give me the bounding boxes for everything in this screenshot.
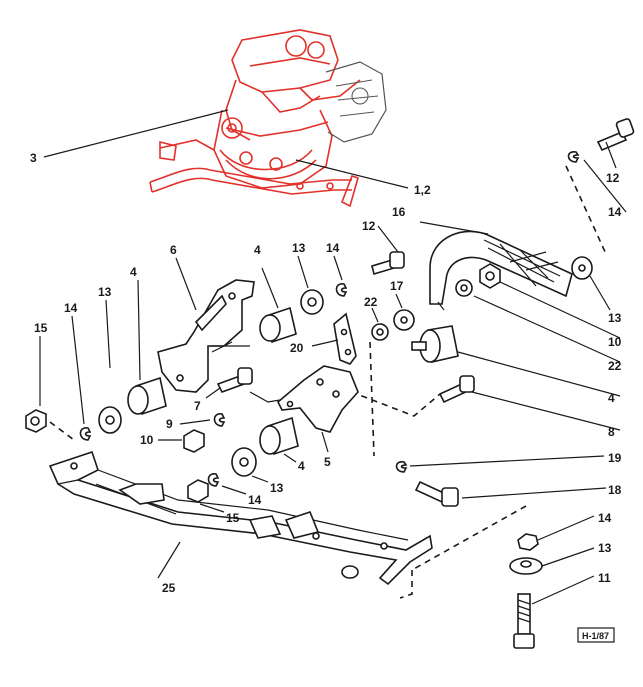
leader-lines-engine bbox=[43, 109, 409, 189]
lower-parts bbox=[187, 416, 299, 513]
callout-20: 20 bbox=[290, 341, 304, 355]
callout-13-left: 13 bbox=[98, 285, 112, 299]
top-right-hardware bbox=[565, 118, 635, 311]
engine-assembly-illustration bbox=[149, 29, 387, 208]
mid-hardware bbox=[249, 225, 415, 453]
mid-right-parts bbox=[411, 325, 621, 431]
callout-13-top-right: 13 bbox=[608, 311, 622, 325]
stamp-code: H-1/87 bbox=[582, 631, 609, 641]
callout-14-upper: 14 bbox=[326, 241, 340, 255]
callout-4-lower: 4 bbox=[298, 459, 305, 473]
callout-19: 19 bbox=[608, 451, 622, 465]
callout-15-lower: 15 bbox=[226, 511, 240, 525]
callout-13-lower: 13 bbox=[270, 481, 284, 495]
crossmember-25 bbox=[48, 450, 433, 586]
callout-13-upper: 13 bbox=[292, 241, 306, 255]
callout-14-left: 14 bbox=[64, 301, 78, 315]
callout-10-right: 10 bbox=[608, 335, 622, 349]
callout-3: 3 bbox=[30, 151, 37, 165]
callout-12-mid: 12 bbox=[362, 219, 376, 233]
drawing-code-stamp: H-1/87 bbox=[577, 627, 615, 643]
callout-4-right: 4 bbox=[608, 391, 615, 405]
callout-22-mid: 22 bbox=[364, 295, 378, 309]
callout-labels: 3 1,2 12 14 13 16 10 22 4 8 19 18 14 13 … bbox=[30, 151, 622, 595]
callout-10-left: 10 bbox=[140, 433, 154, 447]
mounting-strap-16 bbox=[419, 221, 621, 363]
callout-25: 25 bbox=[162, 581, 176, 595]
left-parts bbox=[25, 279, 253, 453]
left-upper-parts bbox=[157, 257, 297, 393]
callout-9: 9 bbox=[166, 417, 173, 431]
callout-16: 16 bbox=[392, 205, 406, 219]
callout-14-bottom-right: 14 bbox=[598, 511, 612, 525]
callout-1-2: 1,2 bbox=[414, 183, 431, 197]
callout-22-right: 22 bbox=[608, 359, 622, 373]
bottom-right-parts bbox=[309, 341, 607, 649]
callout-14-top-right: 14 bbox=[608, 205, 622, 219]
callout-8: 8 bbox=[608, 425, 615, 439]
callout-5: 5 bbox=[324, 455, 331, 469]
callout-6: 6 bbox=[170, 243, 177, 257]
callout-11: 11 bbox=[598, 571, 611, 585]
callout-4-left: 4 bbox=[130, 265, 137, 279]
callout-15-left: 15 bbox=[34, 321, 48, 335]
callout-12-top-right: 12 bbox=[606, 171, 620, 185]
callout-13-bottom-right: 13 bbox=[598, 541, 612, 555]
callout-4-upper: 4 bbox=[254, 243, 261, 257]
callout-7: 7 bbox=[194, 399, 201, 413]
callout-17: 17 bbox=[390, 279, 404, 293]
callout-18: 18 bbox=[608, 483, 622, 497]
callout-14-lower: 14 bbox=[248, 493, 262, 507]
